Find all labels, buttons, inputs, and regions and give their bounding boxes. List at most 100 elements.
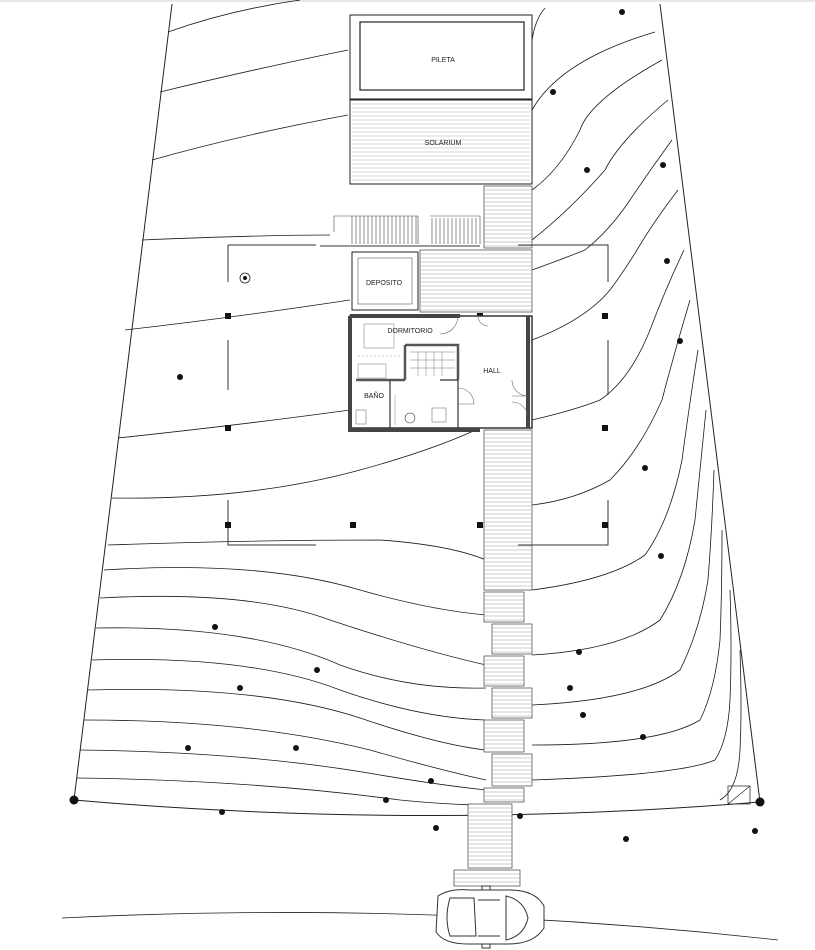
boundary-marker [69,795,79,805]
tree-dot [752,828,758,834]
lot-front-boundary [73,799,761,817]
contour-line [95,627,487,689]
contour-line [83,719,487,781]
column [225,522,231,528]
tree-dot [576,649,582,655]
house-walls [348,314,533,432]
contour-line [531,469,715,706]
walkway-step [491,623,533,655]
column [602,425,608,431]
contour-line [531,139,673,271]
bedroom-label: DORMITORIO [387,328,433,335]
tree-dot [517,813,523,819]
trees [69,9,765,842]
contour-line [531,59,663,191]
contour-line [76,777,487,806]
tree-dot [567,685,573,691]
lot-boundary [61,3,779,941]
deck-boardwalk [419,185,533,887]
bathroom-label: BAÑO [364,391,384,400]
column [225,313,231,319]
contour-line [531,99,669,241]
lot-right-boundary [659,3,761,803]
walkway-step [491,687,533,719]
tree-dot [433,825,439,831]
stair-rail [333,215,418,232]
tree-dot [237,685,243,691]
contour-line [531,409,707,656]
pool-deck-outline [349,14,533,100]
contour-line [531,349,699,591]
tree-dot [619,9,625,15]
tree-dot [177,374,183,380]
pool-area: PILETA [349,14,533,100]
boundary-marker [755,797,765,807]
storage-room: DEPOSITO [351,251,419,311]
tree-dot [640,734,646,740]
contour-line [531,249,685,421]
tree-dot [185,745,191,751]
contour-line [99,595,487,666]
contour-line [531,189,679,341]
walkway-step [483,591,525,623]
tree-dot [580,712,586,718]
contour-line [531,299,691,506]
hall-label: HALL [483,368,501,375]
column [225,425,231,431]
contour-line [117,409,351,439]
storage-label: DEPOSITO [366,280,403,287]
topographic-contours [76,0,742,806]
tree-dot [212,624,218,630]
solarium-label: SOLARIUM [425,140,462,147]
contour-line [531,529,723,746]
walkway-step [483,655,525,687]
tree-dot [383,797,389,803]
solarium-outline [349,99,533,185]
contour-line [719,649,742,801]
lot-left-boundary [73,3,173,801]
tree-dot [550,89,556,95]
storage-inner [357,257,413,305]
exterior-stairs [320,215,481,247]
stair-landing-deck [419,249,533,313]
contour-line [531,589,732,781]
contour-line [531,31,656,111]
contour-line [167,0,301,33]
contour-line [87,688,487,751]
tree-dot [658,553,664,559]
contour-line [79,749,487,791]
upper-deck [483,185,533,249]
stair-rail [417,215,481,244]
tree-dot [219,809,225,815]
pool-basin [359,21,525,91]
pool-label: PILETA [431,57,455,64]
solarium-area [349,99,533,185]
street-edge-line [61,912,779,941]
utility-box [727,785,751,805]
tree-dot [293,745,299,751]
tree-dot [314,667,320,673]
roof-outline [227,244,609,546]
tree-dot [664,258,670,264]
contour-line [141,234,331,241]
walkway-step [483,787,525,803]
contour-line [124,299,351,331]
contour-line [103,567,487,616]
storage-outline [351,251,419,311]
tree-dot [428,778,434,784]
contour-line [107,539,487,561]
column [350,522,356,528]
tree-dot [584,167,590,173]
contour-line [159,49,349,93]
column [602,313,608,319]
tree-dot [642,465,648,471]
tree-dot [623,836,629,842]
house-outline [349,315,533,429]
car-icon [435,885,545,949]
contour-line [111,424,487,499]
tree-dot [677,338,683,344]
tree-dot [660,162,666,168]
circle-marker [239,272,251,284]
contour-line [91,658,487,721]
